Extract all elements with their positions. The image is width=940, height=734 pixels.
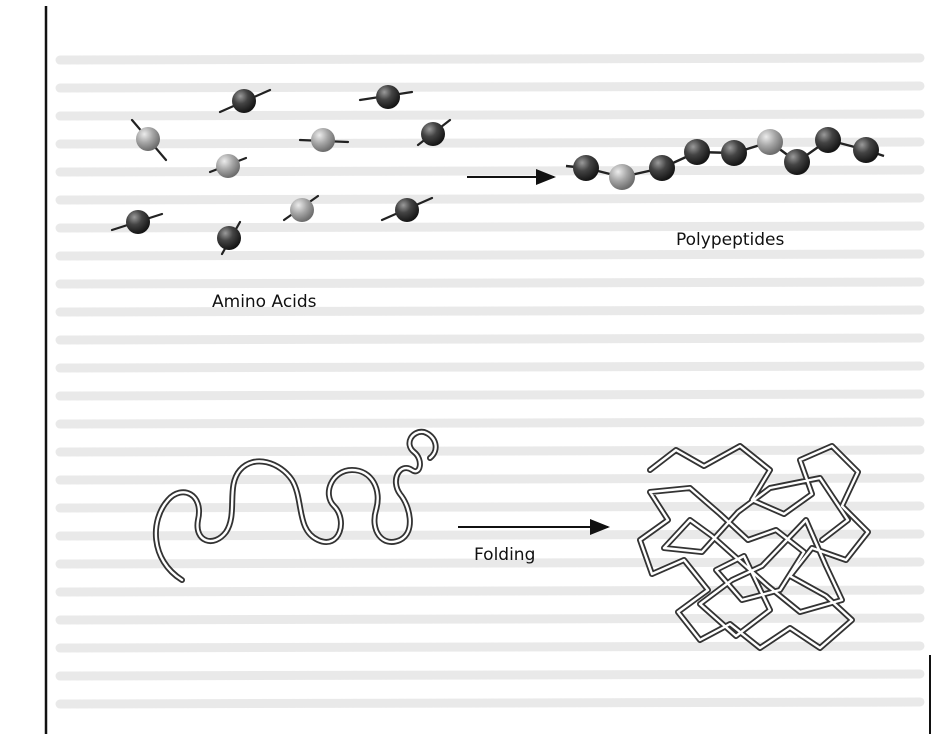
polypeptide-bead [784, 149, 810, 175]
polypeptide-bead [757, 129, 783, 155]
polypeptide-chain [566, 127, 884, 190]
polypeptide-bead [684, 139, 710, 165]
polypeptide-bead [853, 137, 879, 163]
polypeptide-bead [609, 164, 635, 190]
polypeptide-bead [721, 140, 747, 166]
polypeptide-bead [573, 155, 599, 181]
amino-acid-bead [220, 89, 270, 113]
amino-acids-label: Amino Acids [212, 292, 317, 312]
polypeptide-bead [649, 155, 675, 181]
polypeptide-bead [815, 127, 841, 153]
folding-label: Folding [474, 545, 535, 565]
polypeptides-label: Polypeptides [676, 230, 784, 250]
